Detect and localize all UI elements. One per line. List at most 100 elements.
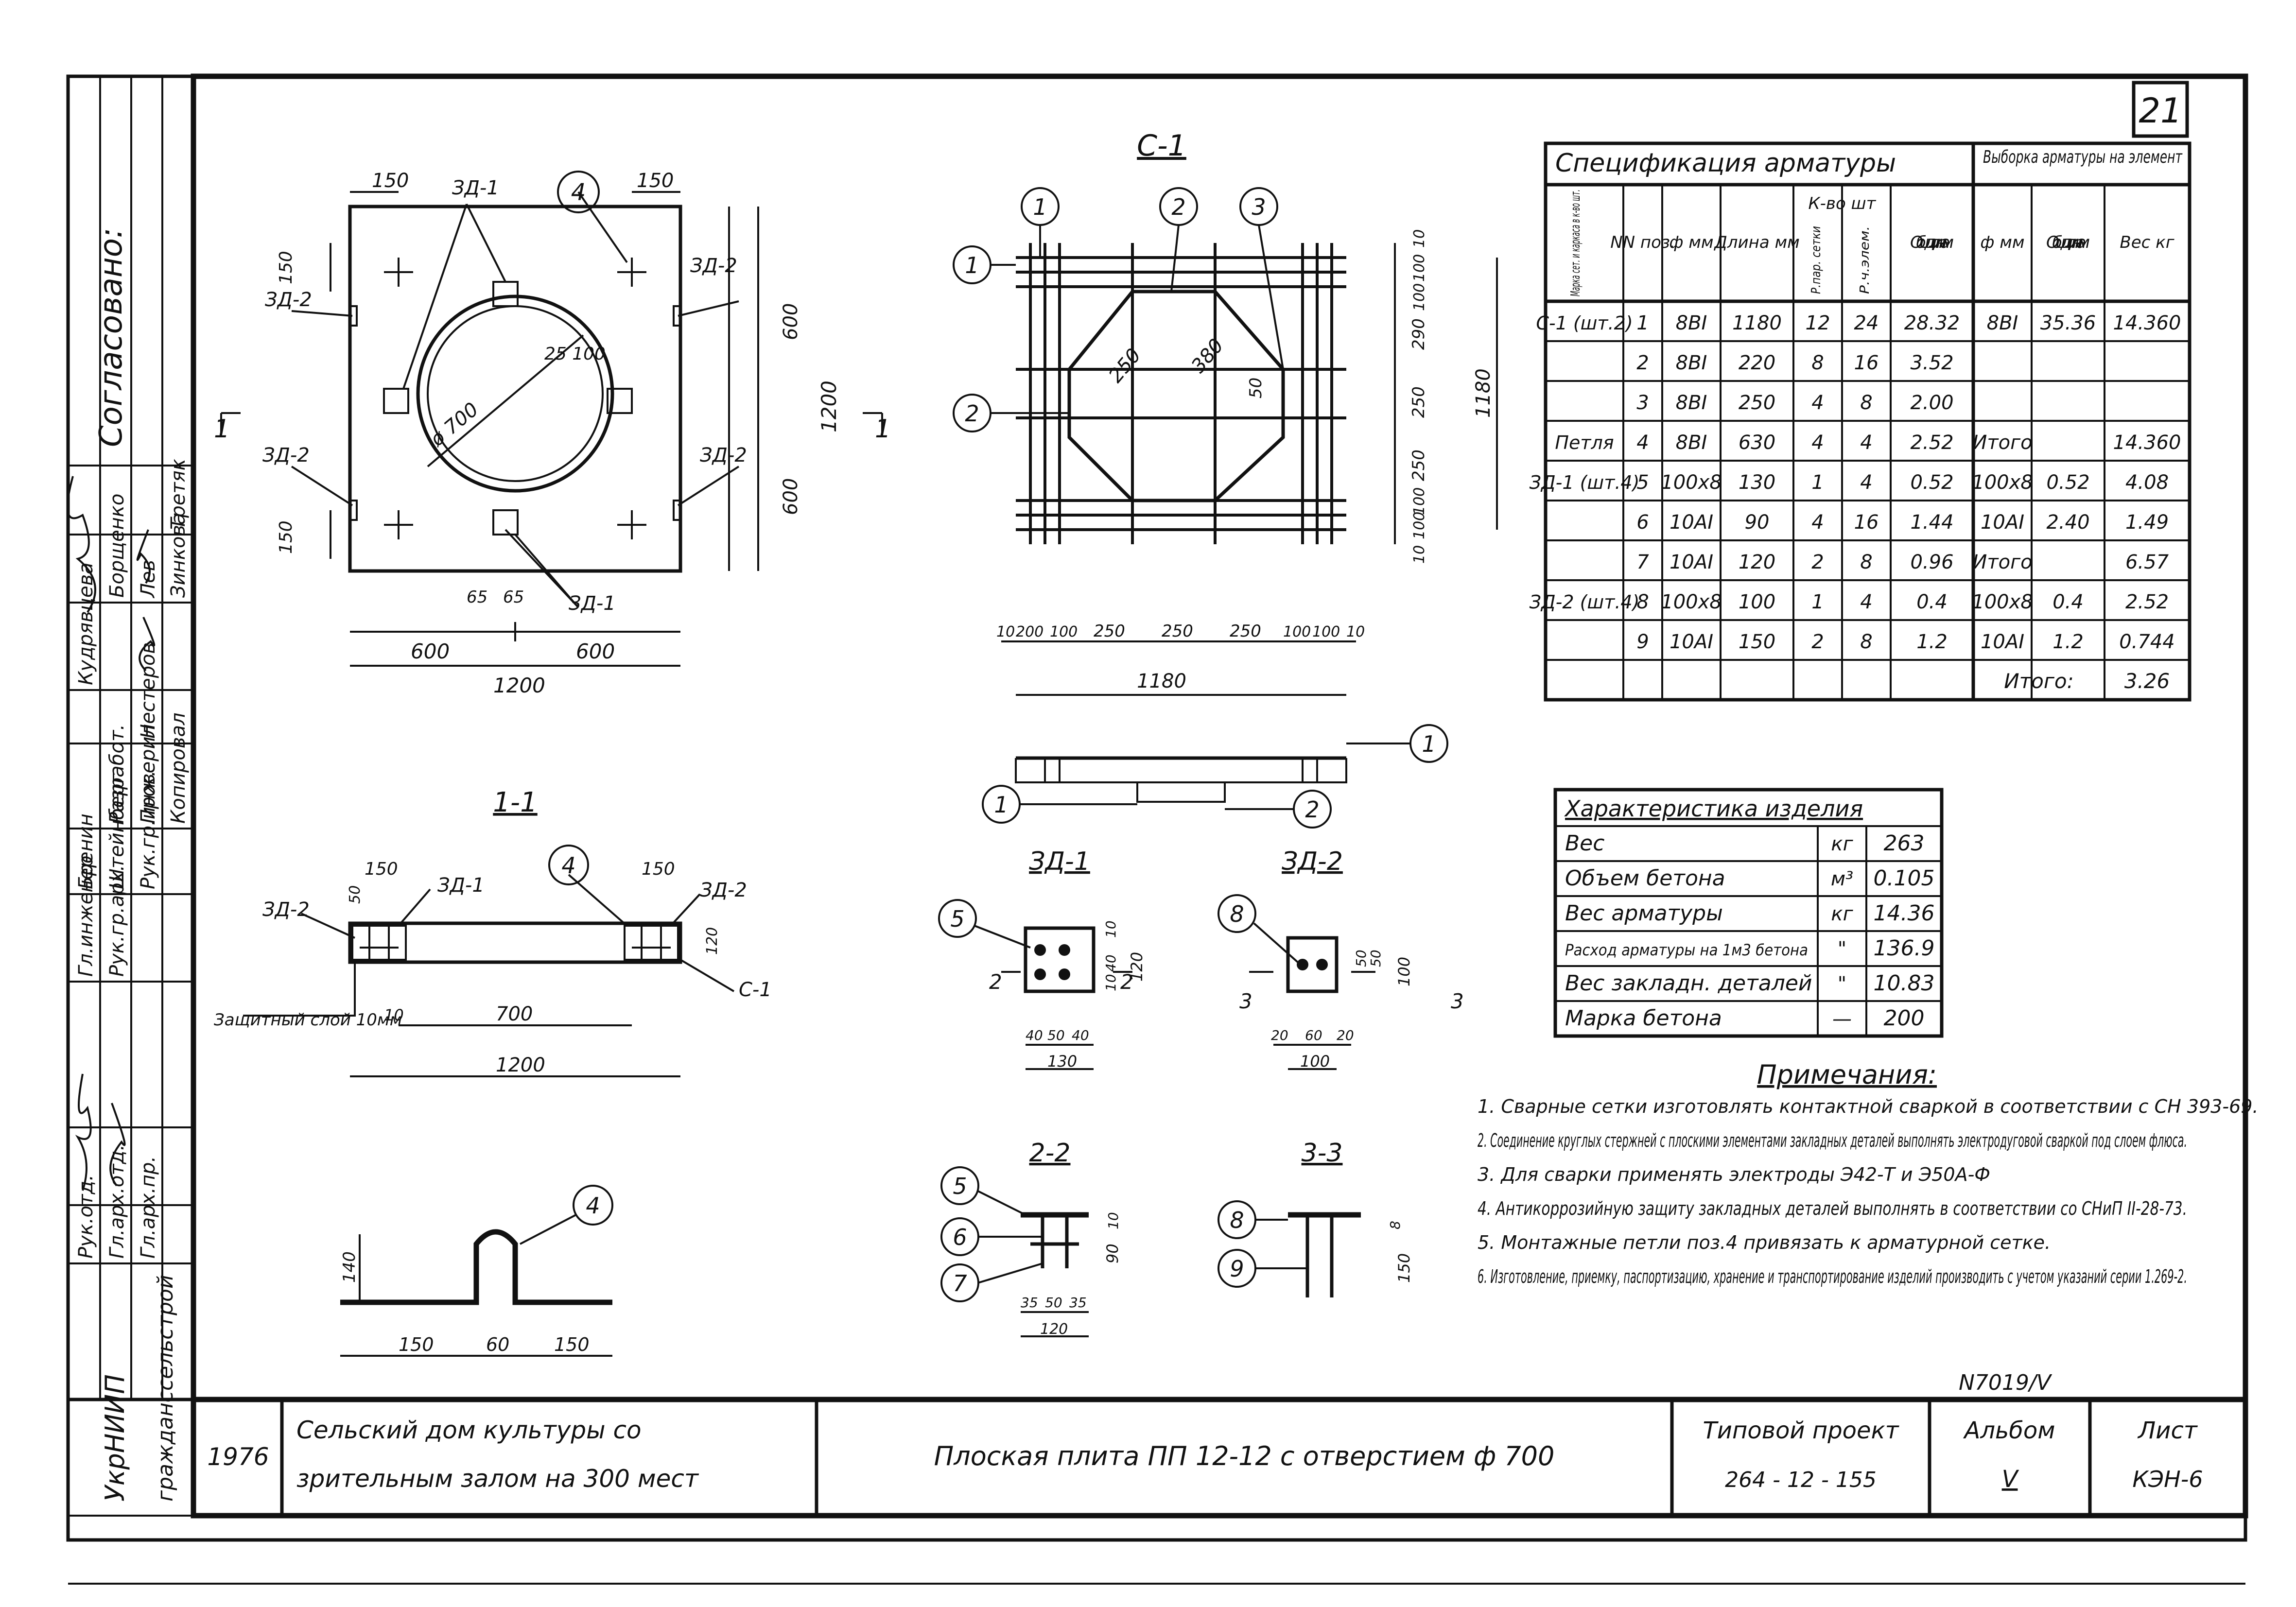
c1-title: С-1	[1137, 129, 1186, 163]
note-2: 2. Соединение круглых стержней с плоским…	[1478, 1130, 2187, 1151]
s22-dim-50: 50	[1045, 1295, 1062, 1311]
spec-cell-5-6: 1.44	[1910, 511, 1953, 534]
role-3: Гл.инженер	[75, 855, 97, 977]
spec-cell-5-4: 4	[1811, 511, 1824, 534]
s11-dim-150a: 150	[365, 859, 398, 879]
c1-callout-3: 3	[1252, 194, 1266, 220]
s11-label-c1: С-1	[739, 979, 772, 1001]
note-4: 4. Антикоррозийную защиту закладных дета…	[1478, 1198, 2187, 1219]
c1-dim-b8: 10	[1346, 623, 1365, 640]
s22-dim-10: 10	[1105, 1212, 1121, 1229]
s11-label-zd1: ЗД-1	[437, 874, 485, 897]
zd1-dim-120: 120	[1128, 952, 1146, 982]
spec-head-2: ф мм	[1669, 233, 1713, 252]
c1-dim-r1: 100	[1411, 254, 1428, 282]
spec-cell-6-1: 7	[1636, 551, 1649, 573]
role-4: Рук.гр.арх.	[106, 865, 128, 977]
spec-cell-3-3: 630	[1739, 432, 1775, 454]
spec-cell-4-6: 0.52	[1910, 471, 1953, 494]
tb-typical-label: Типовой проект	[1703, 1417, 1899, 1444]
loop-callout-4: 4	[586, 1192, 600, 1219]
left-stamp: Согласовано: Рук.отд. Гл.арх.отд. Гл.арх…	[66, 76, 193, 1502]
signature-0	[75, 1073, 92, 1191]
spec-head-mark: Марка сет. и каркаса в к-во шт.	[1568, 190, 1583, 296]
plan-dim-1200-right: 1200	[817, 380, 841, 432]
plan-dim-150-left: 150	[276, 251, 296, 284]
spec-total-label: Итого:	[2004, 669, 2074, 693]
plan-outline	[348, 205, 682, 573]
name-2: Нестеров	[137, 642, 159, 739]
outer-frame	[66, 74, 2247, 1542]
zd2-callout-8: 8	[1230, 901, 1244, 927]
s22-title: 2-2	[1029, 1139, 1071, 1168]
zd1-view: ЗД-1 5 40 50 40 130 10 40 10 120 2 2	[938, 847, 1146, 1071]
char-row-0-unit: кг	[1831, 833, 1853, 855]
spec-cell-4-3: 130	[1739, 471, 1775, 494]
section-1-1: 1-1 150 50 150 120 10 700 1200 ЗД-2 ЗД-1…	[214, 787, 772, 1077]
plan-dim-top-0: 150	[372, 170, 409, 192]
spec-head-8: Общ. длина м	[2046, 233, 2090, 252]
c1-dim-b5: 250	[1230, 622, 1261, 641]
stamp-ukrniip: УкрНИИП	[100, 1374, 130, 1502]
c1-elev-callout-1b: 1	[994, 792, 1008, 818]
section-2-2: 2-2 5 6 7 10 90 35 50 35 120	[940, 1139, 1122, 1338]
tb-sheet-label: Лист	[2137, 1417, 2198, 1444]
c1-dim-b7: 100	[1312, 623, 1340, 640]
plan-dim-600-right: 600	[780, 303, 802, 340]
spec-cell-4-9: 4.08	[2125, 471, 2169, 494]
loop-dim-60: 60	[486, 1334, 509, 1355]
spec-cell-3-9: 14.360	[2113, 432, 2181, 454]
spec-cell-1-3: 220	[1739, 352, 1775, 374]
c1-dim-total: 1180	[1137, 670, 1186, 692]
plan-dim-65a: 65	[467, 588, 487, 607]
spec-cell-4-0: ЗД-1 (шт.4)	[1530, 472, 1640, 493]
s33-callout-9: 9	[1230, 1256, 1244, 1282]
spec-cell-3-6: 2.52	[1910, 432, 1953, 454]
char-row-2-label: Вес арматуры	[1565, 901, 1723, 926]
char-row-0-value: 263	[1884, 831, 1925, 856]
name-4: Борщенко	[106, 494, 128, 598]
s11-title: 1-1	[493, 787, 537, 818]
s22-callout-7: 7	[953, 1270, 967, 1296]
role-6: Разработ.	[106, 724, 128, 824]
s11-dim-50: 50	[347, 885, 364, 904]
zd2-dim-100r: 100	[1395, 957, 1413, 986]
c1-elev-callout-1: 1	[1422, 731, 1436, 757]
spec-cell-3-1: 4	[1636, 432, 1649, 454]
stamp-org: гражданссельстрой	[153, 1275, 178, 1502]
signature-1	[109, 1103, 126, 1187]
name-0: Бренин	[75, 813, 97, 889]
s11-dim-10: 10	[384, 1006, 404, 1024]
spec-cell-5-7: 10АI	[1981, 511, 2024, 534]
spec-cell-0-7: 8ВI	[1987, 312, 2018, 334]
tb-typical-no: 264 - 12 - 155	[1725, 1468, 1877, 1492]
title-block: 1976 Сельский дом культуры со зрительным…	[193, 1397, 2245, 1516]
plan-dim-65b: 65	[503, 588, 524, 607]
c1-dim-r4: 250	[1409, 386, 1428, 418]
loop-view: 4 140 150 60 150	[340, 1185, 613, 1357]
c1-dim-r3: 290	[1409, 318, 1428, 350]
s11-label-zd2-right: ЗД-2	[700, 879, 747, 901]
zd1-dim-r3: 10	[1103, 974, 1119, 991]
char-row-1-value: 0.105	[1874, 866, 1935, 891]
spec-cell-6-6: 0.96	[1910, 551, 1953, 573]
s11-dim-120: 120	[704, 927, 721, 955]
c1-dim-r6: 100	[1411, 487, 1428, 515]
spec-cell-5-2: 10АI	[1670, 511, 1713, 534]
zd2-mark-right: 3	[1451, 989, 1464, 1013]
spec-cell-5-9: 1.49	[2125, 511, 2169, 534]
s22-callout-6: 6	[953, 1224, 967, 1250]
plan-callout-4	[557, 171, 600, 213]
zd2-dim-20b: 20	[1337, 1027, 1354, 1043]
plan-dim-600a: 600	[411, 639, 450, 663]
plan-label-zd1-b: ЗД-1	[569, 592, 616, 615]
char-row-5-value: 200	[1884, 1006, 1925, 1031]
name-1: Штейнберг	[106, 773, 128, 890]
c1-dim-r8: 10	[1411, 545, 1428, 564]
c1-diag-250: 250	[1104, 344, 1145, 387]
s33-dim-150: 150	[1395, 1253, 1413, 1283]
zd1-dim-130: 130	[1047, 1052, 1077, 1071]
plan-dim-25-100: 25 100	[544, 344, 606, 364]
char-table-border	[1553, 788, 1944, 1038]
